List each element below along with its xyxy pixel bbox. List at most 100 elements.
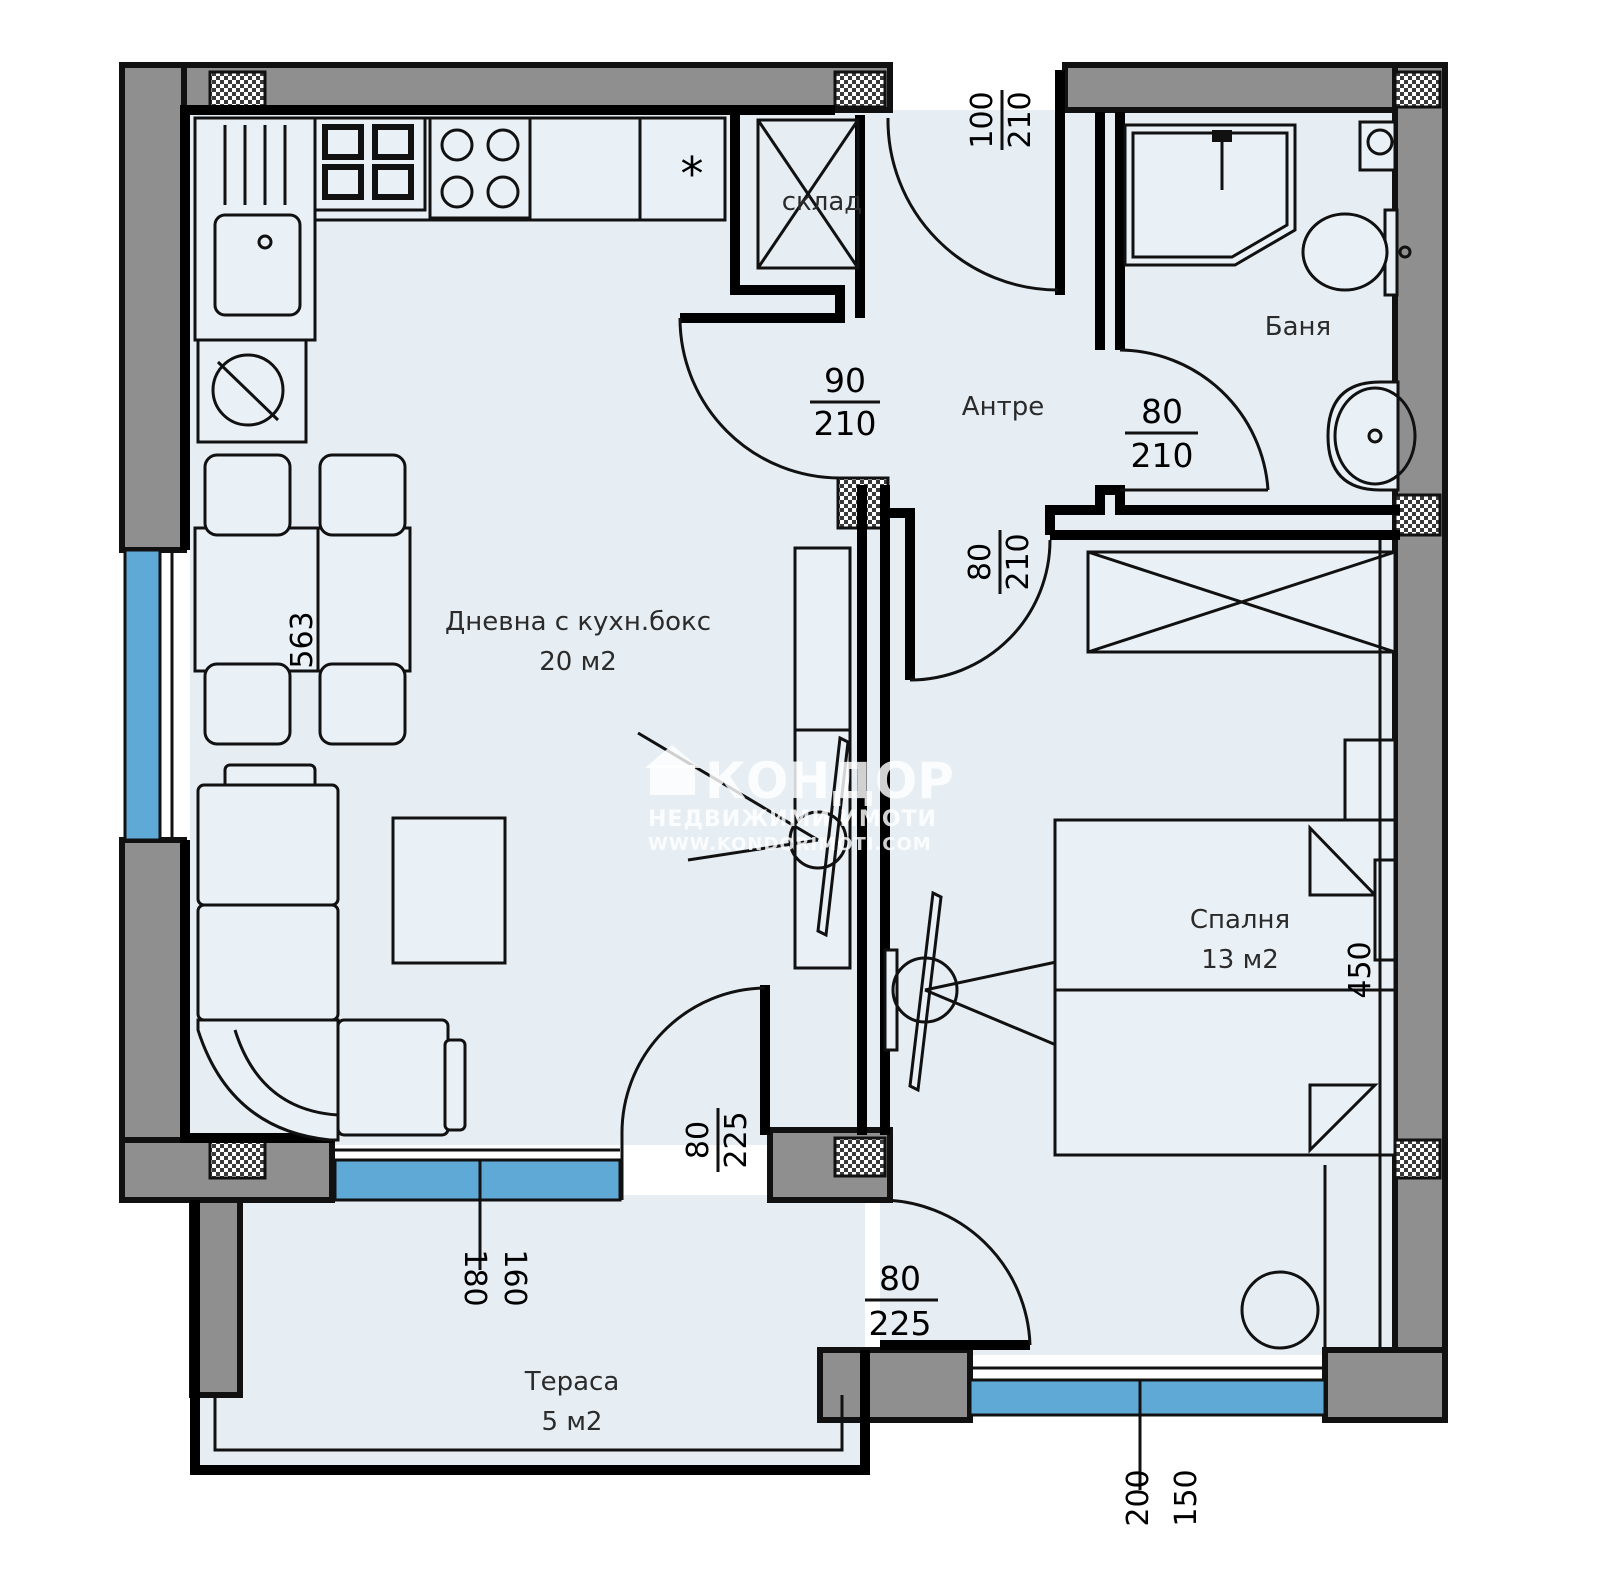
balcony-door-height: 225 bbox=[869, 1304, 932, 1343]
bath-door-height: 210 bbox=[1131, 436, 1194, 475]
terrace-door-width: 80 bbox=[681, 1121, 716, 1159]
bedroom-window-left-dim: 200 bbox=[1121, 1469, 1156, 1526]
wall-bottom-bedroom-right bbox=[1322, 1347, 1448, 1423]
terrace-room-area: 5 м2 bbox=[542, 1407, 603, 1437]
burner-inner bbox=[378, 170, 408, 194]
terrace-rail bbox=[190, 1200, 870, 1475]
washbasin-bowl bbox=[1333, 386, 1417, 486]
bedroom-length: 450 bbox=[1343, 941, 1378, 998]
column bbox=[208, 70, 267, 109]
column bbox=[1393, 493, 1442, 537]
coffee-table bbox=[391, 816, 507, 965]
sofa-corner-curve bbox=[233, 1029, 339, 1117]
chair bbox=[203, 453, 292, 537]
toilet-bowl bbox=[1301, 212, 1389, 292]
sofa-seat bbox=[336, 1018, 450, 1137]
sofa-corner bbox=[196, 1018, 340, 1142]
storage-wall bbox=[680, 115, 845, 323]
wardrobe-cross bbox=[1087, 550, 1396, 654]
living-length: 563 bbox=[285, 611, 320, 668]
bath-room-name: Баня bbox=[1265, 312, 1331, 342]
stove-ring bbox=[486, 175, 520, 209]
tv-view-marker bbox=[788, 810, 848, 870]
storage-closet bbox=[756, 118, 860, 270]
hall-floor bbox=[880, 110, 1100, 540]
terrace-window bbox=[333, 1158, 622, 1202]
storage-room-name: склад bbox=[782, 187, 863, 217]
storage-box bbox=[756, 118, 860, 270]
column bbox=[833, 1136, 887, 1178]
tv-unit bbox=[637, 546, 1151, 1093]
kitchen-door-swing bbox=[678, 317, 841, 480]
watermark-url: WWW.KONDORIMOTI.COM bbox=[648, 834, 932, 855]
watermark: КОНДОР НЕДВИЖИМИ ИМОТИ WWW.KONDORIMOTI.C… bbox=[645, 745, 954, 855]
chair bbox=[318, 662, 407, 746]
terrace-window-right-dim: 160 bbox=[497, 1249, 532, 1306]
washing-machine bbox=[196, 338, 308, 444]
dimension-labels: 100 210 90 210 80 210 80 210 80 225 80 2… bbox=[285, 90, 1378, 1527]
bedroom-tv-sightline bbox=[924, 988, 1069, 1052]
fridge-symbol: * bbox=[681, 147, 704, 201]
column bbox=[1393, 1138, 1442, 1180]
round-table bbox=[1240, 1270, 1320, 1350]
dining-set bbox=[193, 453, 412, 746]
terrace-door-height: 225 bbox=[719, 1111, 754, 1168]
bed bbox=[1053, 818, 1397, 1157]
terrace-door-swing bbox=[620, 986, 766, 1136]
bedroom-tv-marker bbox=[891, 956, 959, 1024]
living-room-area: 20 м2 bbox=[539, 647, 617, 677]
entry-door-swing bbox=[886, 117, 1059, 292]
hall-room-name: Антре bbox=[962, 392, 1044, 422]
chair bbox=[203, 662, 292, 746]
column bbox=[208, 1138, 267, 1180]
washer-cross bbox=[216, 360, 280, 422]
column bbox=[1393, 70, 1442, 109]
balcony-door-swing bbox=[879, 1198, 1032, 1346]
bath-bottom-wall bbox=[1045, 485, 1400, 535]
balcony-door-width: 80 bbox=[879, 1259, 921, 1298]
storage-cross bbox=[756, 119, 860, 269]
bedroom-window bbox=[968, 1378, 1327, 1417]
pillow bbox=[1308, 824, 1379, 897]
burner-inner bbox=[328, 130, 358, 154]
radiator-valve bbox=[1366, 128, 1394, 156]
terrace-floor bbox=[195, 1195, 865, 1470]
entry-door-height: 210 bbox=[1003, 91, 1038, 148]
bedroom-room-name: Спалня bbox=[1190, 905, 1290, 935]
kitchen: * bbox=[193, 116, 727, 444]
burner-inner bbox=[328, 170, 358, 194]
sofa bbox=[196, 763, 507, 1142]
tv-sightline bbox=[687, 838, 819, 862]
entry-door-width: 100 bbox=[965, 91, 1000, 148]
bedroom-furniture bbox=[1053, 540, 1397, 1350]
sofa-seat bbox=[196, 783, 340, 907]
watermark-roof-icon bbox=[645, 745, 700, 768]
bath-door-width: 80 bbox=[1141, 392, 1183, 431]
dining-table bbox=[193, 526, 412, 673]
sink-drain bbox=[257, 234, 273, 250]
kitchen-door-height: 210 bbox=[814, 404, 877, 443]
washbasin bbox=[1326, 380, 1400, 492]
windows bbox=[123, 548, 1327, 1490]
nightstand bbox=[1373, 858, 1397, 962]
room-labels: Дневна с кухн.бокс 20 м2 Антре Баня скла… bbox=[445, 187, 1331, 1437]
bedroom-tv-cabinet bbox=[883, 948, 899, 1052]
sofa-arm bbox=[443, 1038, 467, 1132]
sink-bowl bbox=[213, 213, 302, 317]
living-room-name: Дневна с кухн.бокс bbox=[445, 607, 711, 637]
living-outline-lower bbox=[180, 840, 335, 1143]
wall-left-upper bbox=[119, 62, 187, 553]
bedroom-window-right-dim: 150 bbox=[1169, 1469, 1204, 1526]
nightstand bbox=[1343, 738, 1397, 822]
wall-right bbox=[1392, 62, 1448, 1423]
terrace-room-name: Тераса bbox=[524, 1367, 620, 1397]
shower-head bbox=[1212, 130, 1232, 142]
bathroom-fixtures bbox=[1123, 120, 1417, 492]
watermark-brand: КОНДОР bbox=[705, 752, 954, 810]
kitchen-door-width: 90 bbox=[824, 361, 866, 400]
doors bbox=[620, 117, 1270, 1346]
stove-ring bbox=[440, 175, 474, 209]
bedroom-door-swing bbox=[909, 539, 1052, 682]
washer-drum bbox=[211, 353, 285, 427]
